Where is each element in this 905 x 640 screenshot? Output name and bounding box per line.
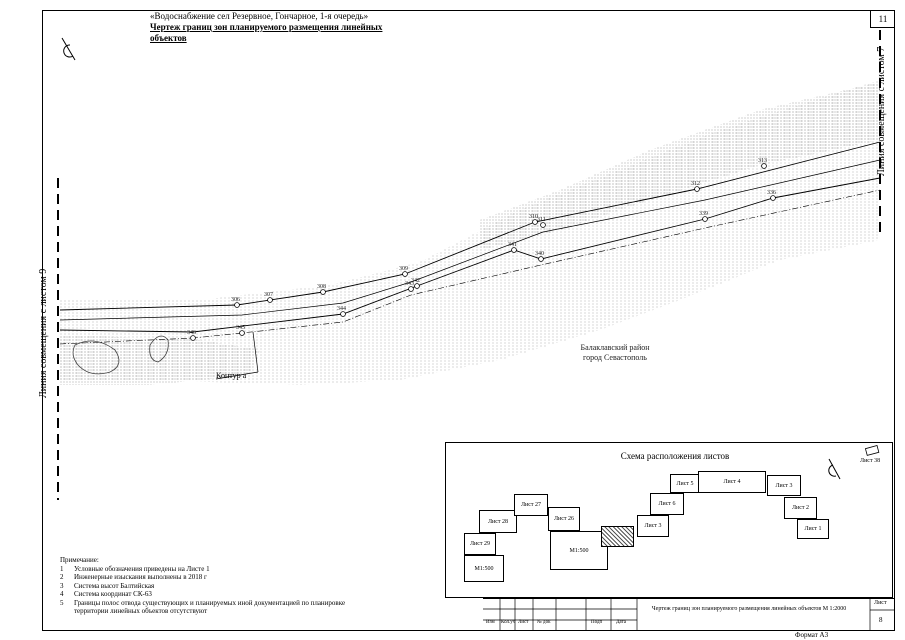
stamp-col-izm: Изм [486,620,495,625]
left-match-label: Линия совмещения с листом 9 [38,268,49,398]
title-line-1: «Водоснабжение сел Резервное, Гончарное,… [150,11,369,21]
scheme-sheet: Лист 5 [670,474,700,493]
survey-point [234,302,240,308]
survey-point [190,335,196,341]
scheme-sheet: Лист 26 [548,507,580,531]
survey-point [702,216,708,222]
contour-a-label: Контур а [216,371,247,380]
district-label: Балаклавский район город Севастополь [555,343,675,363]
contour-a-leader [215,331,259,380]
scheme-current-sheet [601,526,634,547]
stamp-sheet-number: 8 [879,616,883,624]
survey-point-label: 342 [411,278,420,284]
stamp-col-doc: № док [537,620,551,625]
survey-point [538,256,544,262]
survey-point [694,186,700,192]
survey-point [320,289,326,295]
scheme-sheet: Лист 6 [650,493,684,515]
notes-header: Примечание: [60,556,99,564]
survey-point [511,247,517,253]
stamp-grid [483,598,895,631]
scheme-title: Схема расположения листов [620,451,730,461]
survey-point [532,219,538,225]
survey-point-label: 343 [405,281,414,287]
stamp-col-podp: Подп [591,620,603,625]
scheme-sheet: Лист 4 [698,471,766,493]
drawing-frame [42,10,895,631]
survey-point-label: 313 [758,158,767,164]
survey-point [414,283,420,289]
survey-point-label: 309 [399,266,408,272]
stamp-sheet-header: Лист [874,600,887,606]
survey-point-label: 307 [264,292,273,298]
district-line-2: город Севастополь [583,353,647,362]
sheet-number: 11 [870,10,895,28]
survey-point-label: 346 [187,330,196,336]
survey-point [770,195,776,201]
scheme-sheet: Лист 2 [784,497,817,519]
title-line-2: Чертеж границ зон планируемого размещени… [150,22,383,43]
sheet-38-marker [864,445,880,456]
scheme-sheet: Лист 28 [479,510,517,533]
survey-point-label: 344 [337,306,346,312]
survey-point-label: 336 [767,190,776,196]
scheme-sheet: Лист 27 [514,494,548,516]
stamp-col-kol: Кол.уч [501,620,516,625]
survey-point [402,271,408,277]
terrain-contours [72,335,169,375]
survey-point [761,163,767,169]
survey-point [540,222,546,228]
sheet-38-label: Лист 38 [860,458,881,464]
format-label: Формат А3 [795,631,829,639]
scheme-sheet: Лист 3 [637,515,669,537]
north-arrow-icon [61,37,76,61]
survey-point [408,286,414,292]
survey-point-label: 310 [529,214,538,220]
scheme-north-arrow-icon [828,458,841,480]
scheme-sheet: М1:500 [464,555,504,582]
district-line-1: Балаклавский район [580,343,650,352]
survey-point [340,311,346,317]
title-block-stamp [483,598,895,631]
scheme-sheet: М1:500 [550,531,608,570]
survey-point-label: 345 [236,325,245,331]
stamp-description: Чертеж границ зон планируемого размещени… [651,606,847,612]
scheme-sheet: Лист 1 [797,519,829,539]
drawing-title: «Водоснабжение сел Резервное, Гончарное,… [150,11,415,44]
survey-point-label: 339 [699,211,708,217]
sheet-layout-scheme [445,442,893,598]
survey-point [239,330,245,336]
survey-point [267,297,273,303]
survey-point-label: 341 [508,242,517,248]
stamp-col-data: Дата [616,620,626,625]
terrain-hatch-left [60,335,260,385]
survey-point-label: 340 [535,251,544,257]
survey-point-label: 312 [691,181,700,187]
terrain-hatch-dense [480,82,880,250]
scheme-sheet: Лист 3 [767,475,801,496]
survey-point-label: 311 [537,217,546,223]
scheme-sheet: Лист 29 [464,533,496,555]
survey-point-label: 308 [317,284,326,290]
stamp-col-list: Лист [518,620,529,625]
right-match-label: Линия совмещения с листом 7 [876,46,887,176]
survey-point-label: 306 [231,297,240,303]
